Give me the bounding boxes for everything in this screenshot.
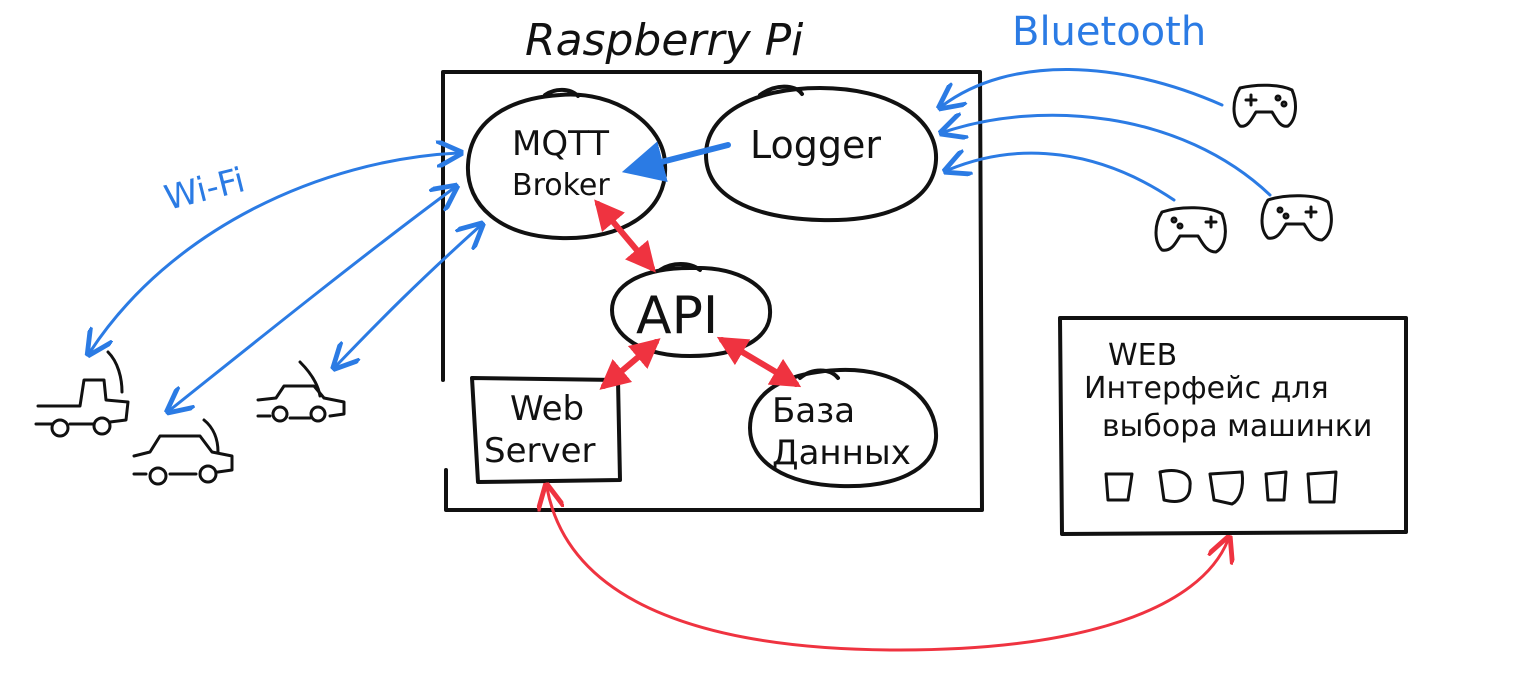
web-interface-line3: выбора машинки [1102, 409, 1372, 444]
webserver-webinterface-arrow [547, 488, 1228, 652]
api-ellipse [610, 262, 773, 358]
api-database-arrow [716, 336, 802, 388]
mqtt-broker-ellipse [465, 87, 668, 241]
bluetooth-arrow-2 [944, 115, 1272, 197]
car-icon [34, 350, 130, 438]
car-slot-icon[interactable] [1208, 470, 1244, 506]
database-line2: Данных [772, 433, 911, 473]
car-slot-icon[interactable] [1264, 470, 1288, 502]
web-server-line1: Web [510, 389, 584, 429]
gamepad-icon [1154, 206, 1227, 254]
raspberry-pi-label: Raspberry Pi [525, 15, 804, 66]
web-interface-box [1058, 316, 1408, 536]
web-interface-line2: Интерфейс для [1084, 371, 1329, 406]
web-interface-panel: WEB Интерфейс для выбора машинки [1058, 316, 1408, 536]
wifi-arrow-2 [170, 188, 454, 410]
gamepad-icon [1232, 83, 1297, 128]
web-server-line2: Server [484, 431, 596, 471]
mqtt-api-arrow [594, 199, 656, 273]
logger-node: Logger [704, 84, 939, 223]
web-server-box [470, 376, 622, 484]
api-label: API [636, 286, 718, 346]
bluetooth-label: Bluetooth [1012, 9, 1206, 55]
logger-to-mqtt-arrow [621, 141, 731, 183]
car-slot-icon[interactable] [1158, 469, 1192, 503]
wifi-arrow-3 [336, 226, 480, 366]
gamepad-icon [1260, 194, 1333, 242]
logger-label: Logger [750, 123, 881, 167]
mqtt-broker-line2: Broker [512, 168, 610, 203]
car-icon [256, 360, 346, 423]
bluetooth-arrow-3 [948, 153, 1176, 202]
raspberry-pi-group: Raspberry Pi [441, 15, 984, 512]
database-node: База Данных [748, 367, 939, 489]
logger-ellipse [704, 84, 939, 223]
car-slot-icon[interactable] [1104, 472, 1134, 502]
car-icon [132, 418, 234, 486]
web-interface-line1: WEB [1108, 338, 1177, 373]
wifi-arrow-1 [90, 153, 458, 352]
api-webserver-arrow [599, 338, 661, 390]
bluetooth-arrow-1 [942, 68, 1224, 106]
database-line1: База [772, 391, 855, 431]
mqtt-broker-line1: MQTT [512, 124, 609, 164]
web-server-node: Web Server [470, 376, 622, 484]
api-node: API [610, 262, 773, 358]
car-slot-icon[interactable] [1306, 470, 1338, 504]
mqtt-broker-node: MQTT Broker [465, 87, 668, 241]
car-slot-icons [1104, 469, 1338, 506]
wifi-label: Wi-Fi [161, 160, 249, 218]
